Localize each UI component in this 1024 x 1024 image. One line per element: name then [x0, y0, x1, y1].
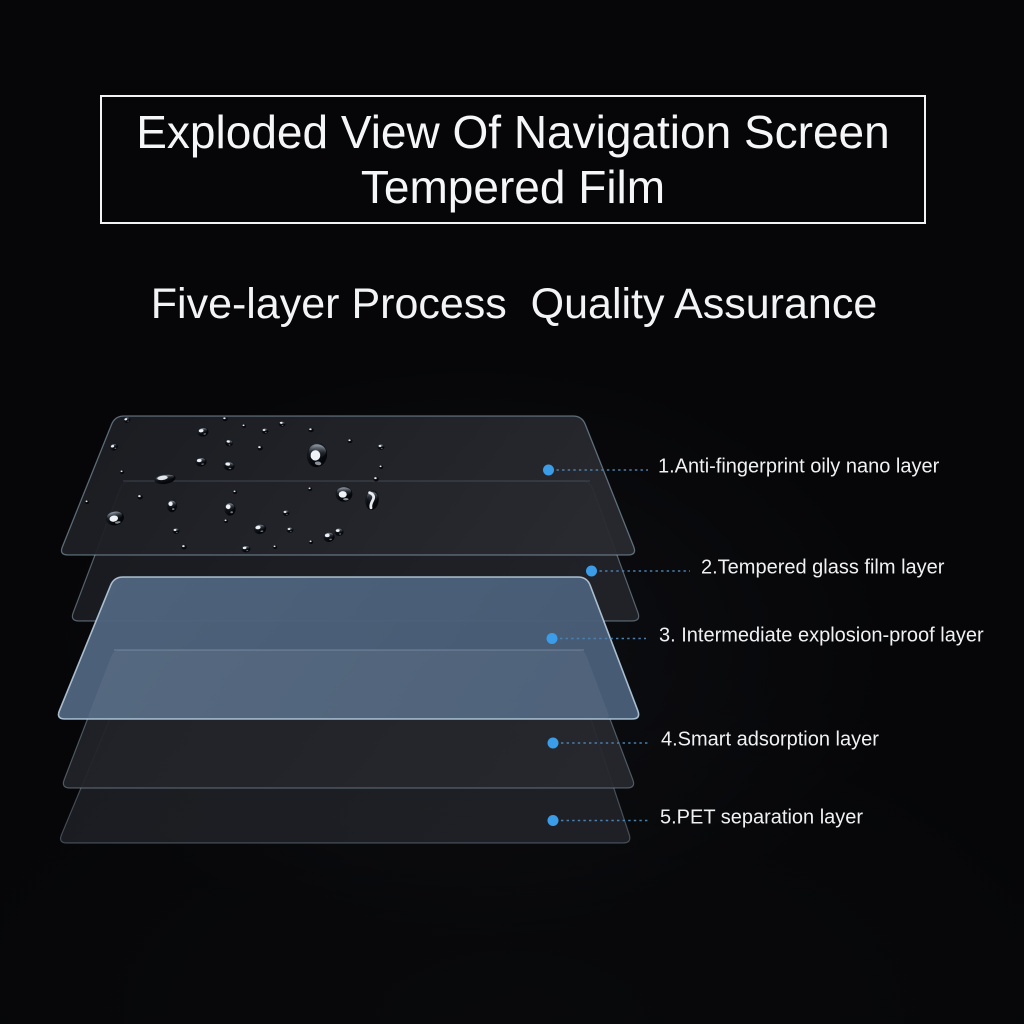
- water-droplet: [232, 490, 238, 494]
- water-droplet: [334, 528, 344, 536]
- subtitle: Five-layer Process Quality Assurance: [150, 280, 878, 328]
- layer-label-5: 5.PET separation layer: [660, 806, 864, 828]
- water-droplet: [323, 531, 335, 543]
- water-droplet: [306, 442, 328, 468]
- water-droplet: [278, 421, 286, 427]
- water-droplet: [308, 540, 314, 544]
- title-line-1: Exploded View Of Navigation Screen: [136, 105, 890, 158]
- water-droplet: [272, 545, 278, 549]
- water-droplet: [119, 470, 125, 474]
- water-droplet: [241, 424, 247, 428]
- water-droplet: [195, 457, 207, 467]
- water-droplet: [241, 545, 251, 553]
- water-droplet: [172, 528, 180, 534]
- water-droplets: [84, 416, 385, 553]
- water-droplet: [225, 439, 233, 447]
- water-droplet: [307, 487, 313, 491]
- water-droplet: [167, 499, 177, 513]
- layer-label-1: 1.Anti-fingerprint oily nano layer: [658, 455, 940, 478]
- blue-layer-inner-highlight: [88, 650, 609, 719]
- water-droplet: [224, 502, 236, 516]
- water-droplet: [137, 494, 143, 500]
- title-line-2: Tempered Film: [360, 160, 666, 213]
- callout-dot-4: [547, 737, 559, 749]
- callout-dot-1: [543, 464, 554, 476]
- title-box: Exploded View Of Navigation Screen Tempe…: [100, 95, 926, 224]
- layer-explosion-proof-layer: [57, 576, 640, 720]
- water-droplet: [223, 461, 235, 471]
- water-droplet: [373, 476, 379, 482]
- water-droplet: [308, 427, 314, 433]
- water-droplet: [123, 417, 131, 423]
- water-droplet: [282, 510, 290, 516]
- water-droplet: [257, 445, 263, 451]
- water-droplet: [110, 443, 118, 451]
- water-droplet: [286, 527, 294, 533]
- water-droplet: [222, 416, 228, 422]
- callout-dot-2: [586, 565, 597, 577]
- water-droplet: [84, 500, 90, 504]
- water-droplet: [223, 519, 229, 523]
- layer-label-3: 3. Intermediate explosion-proof layer: [659, 624, 984, 646]
- layer-label-4: 4.Smart adsorption layer: [661, 728, 879, 751]
- water-droplet: [377, 444, 385, 450]
- layer-anti-fingerprint-layer: [60, 415, 636, 556]
- water-droplet: [154, 473, 176, 485]
- water-droplet: [197, 427, 209, 437]
- layer-label-2: 2.Tempered glass film layer: [701, 556, 945, 579]
- water-droplet: [347, 438, 353, 444]
- water-droplet: [181, 544, 187, 550]
- water-droplet: [378, 465, 384, 469]
- callout-dot-5: [547, 815, 559, 826]
- water-droplet: [365, 489, 379, 511]
- water-droplet: [261, 428, 269, 434]
- water-droplet: [253, 523, 267, 535]
- water-droplet: [106, 510, 124, 526]
- callout-dot-3: [546, 633, 558, 644]
- water-droplet: [335, 486, 353, 502]
